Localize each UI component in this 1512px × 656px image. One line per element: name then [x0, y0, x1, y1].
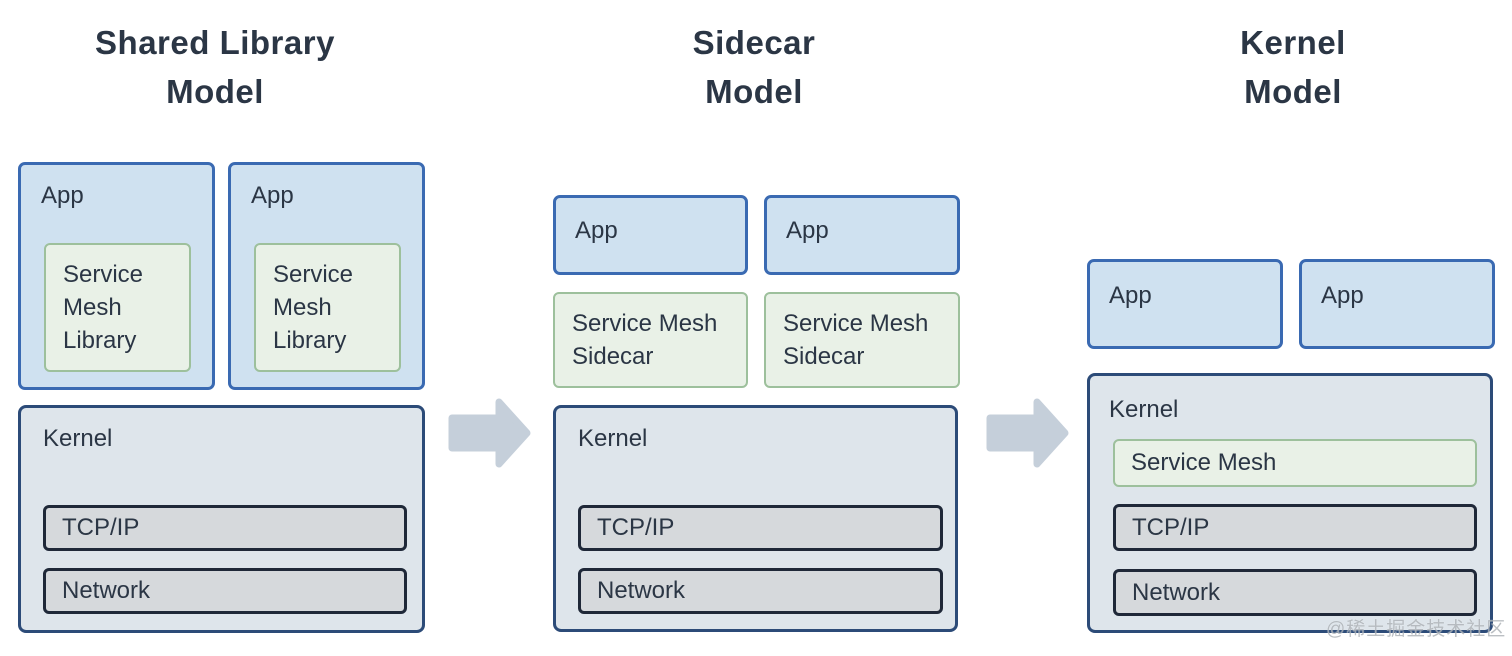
- right-arrow-icon: [986, 398, 1069, 468]
- model-title-kernel: Kernel Model: [1090, 18, 1496, 116]
- service-mesh-sidecar-box: Service Mesh Sidecar: [764, 292, 960, 388]
- service-mesh-library-box: Service Mesh Library: [254, 243, 401, 372]
- service-mesh-sidecar-label: Service Mesh Sidecar: [572, 310, 718, 370]
- app-box: App Service Mesh Library: [228, 162, 425, 390]
- app-label: App: [786, 217, 829, 244]
- kernel-label: Kernel: [578, 425, 648, 452]
- service-mesh-library-box: Service Mesh Library: [44, 243, 191, 372]
- tcpip-box: TCP/IP: [43, 505, 407, 551]
- kernel-box: Kernel TCP/IP Network: [18, 405, 425, 633]
- model-title-line1: Shared Library: [95, 24, 335, 61]
- network-box: Network: [43, 568, 407, 614]
- network-box: Network: [578, 568, 943, 614]
- model-title-line2: Model: [1244, 73, 1342, 110]
- service-mesh-sidecar-label: Service Mesh Sidecar: [783, 310, 929, 370]
- service-mesh-sidecar-box: Service Mesh Sidecar: [553, 292, 748, 388]
- kernel-label: Kernel: [43, 425, 113, 452]
- model-title-sidecar: Sidecar Model: [550, 18, 958, 116]
- network-box: Network: [1113, 569, 1477, 616]
- tcpip-label: TCP/IP: [62, 514, 140, 541]
- app-label: App: [1109, 282, 1152, 309]
- network-label: Network: [597, 577, 686, 604]
- kernel-box: Kernel Service Mesh TCP/IP Network: [1087, 373, 1493, 633]
- app-label: App: [41, 182, 84, 209]
- model-title-line1: Kernel: [1240, 24, 1346, 61]
- service-mesh-label: Service Mesh: [1131, 449, 1277, 476]
- app-box: App: [1299, 259, 1495, 349]
- tcpip-box: TCP/IP: [1113, 504, 1477, 551]
- app-box: App: [553, 195, 748, 275]
- app-box: App: [1087, 259, 1283, 349]
- service-mesh-box: Service Mesh: [1113, 439, 1477, 487]
- app-box: App Service Mesh Library: [18, 162, 215, 390]
- model-title-line1: Sidecar: [692, 24, 816, 61]
- service-mesh-library-label: Service Mesh Library: [63, 261, 144, 354]
- tcpip-label: TCP/IP: [1132, 513, 1210, 541]
- app-label: App: [251, 182, 294, 209]
- app-box: App: [764, 195, 960, 275]
- tcpip-label: TCP/IP: [597, 514, 675, 541]
- app-label: App: [1321, 282, 1364, 309]
- watermark: @稀土掘金技术社区: [1326, 619, 1507, 640]
- model-title-line2: Model: [705, 73, 803, 110]
- service-mesh-library-label: Service Mesh Library: [273, 261, 354, 354]
- tcpip-box: TCP/IP: [578, 505, 943, 551]
- network-label: Network: [1132, 578, 1221, 606]
- model-title-shared-library: Shared Library Model: [10, 18, 420, 116]
- network-label: Network: [62, 577, 151, 604]
- model-title-line2: Model: [166, 73, 264, 110]
- app-label: App: [575, 217, 618, 244]
- kernel-box: Kernel TCP/IP Network: [553, 405, 958, 632]
- right-arrow-icon: [448, 398, 531, 468]
- kernel-label: Kernel: [1109, 396, 1179, 423]
